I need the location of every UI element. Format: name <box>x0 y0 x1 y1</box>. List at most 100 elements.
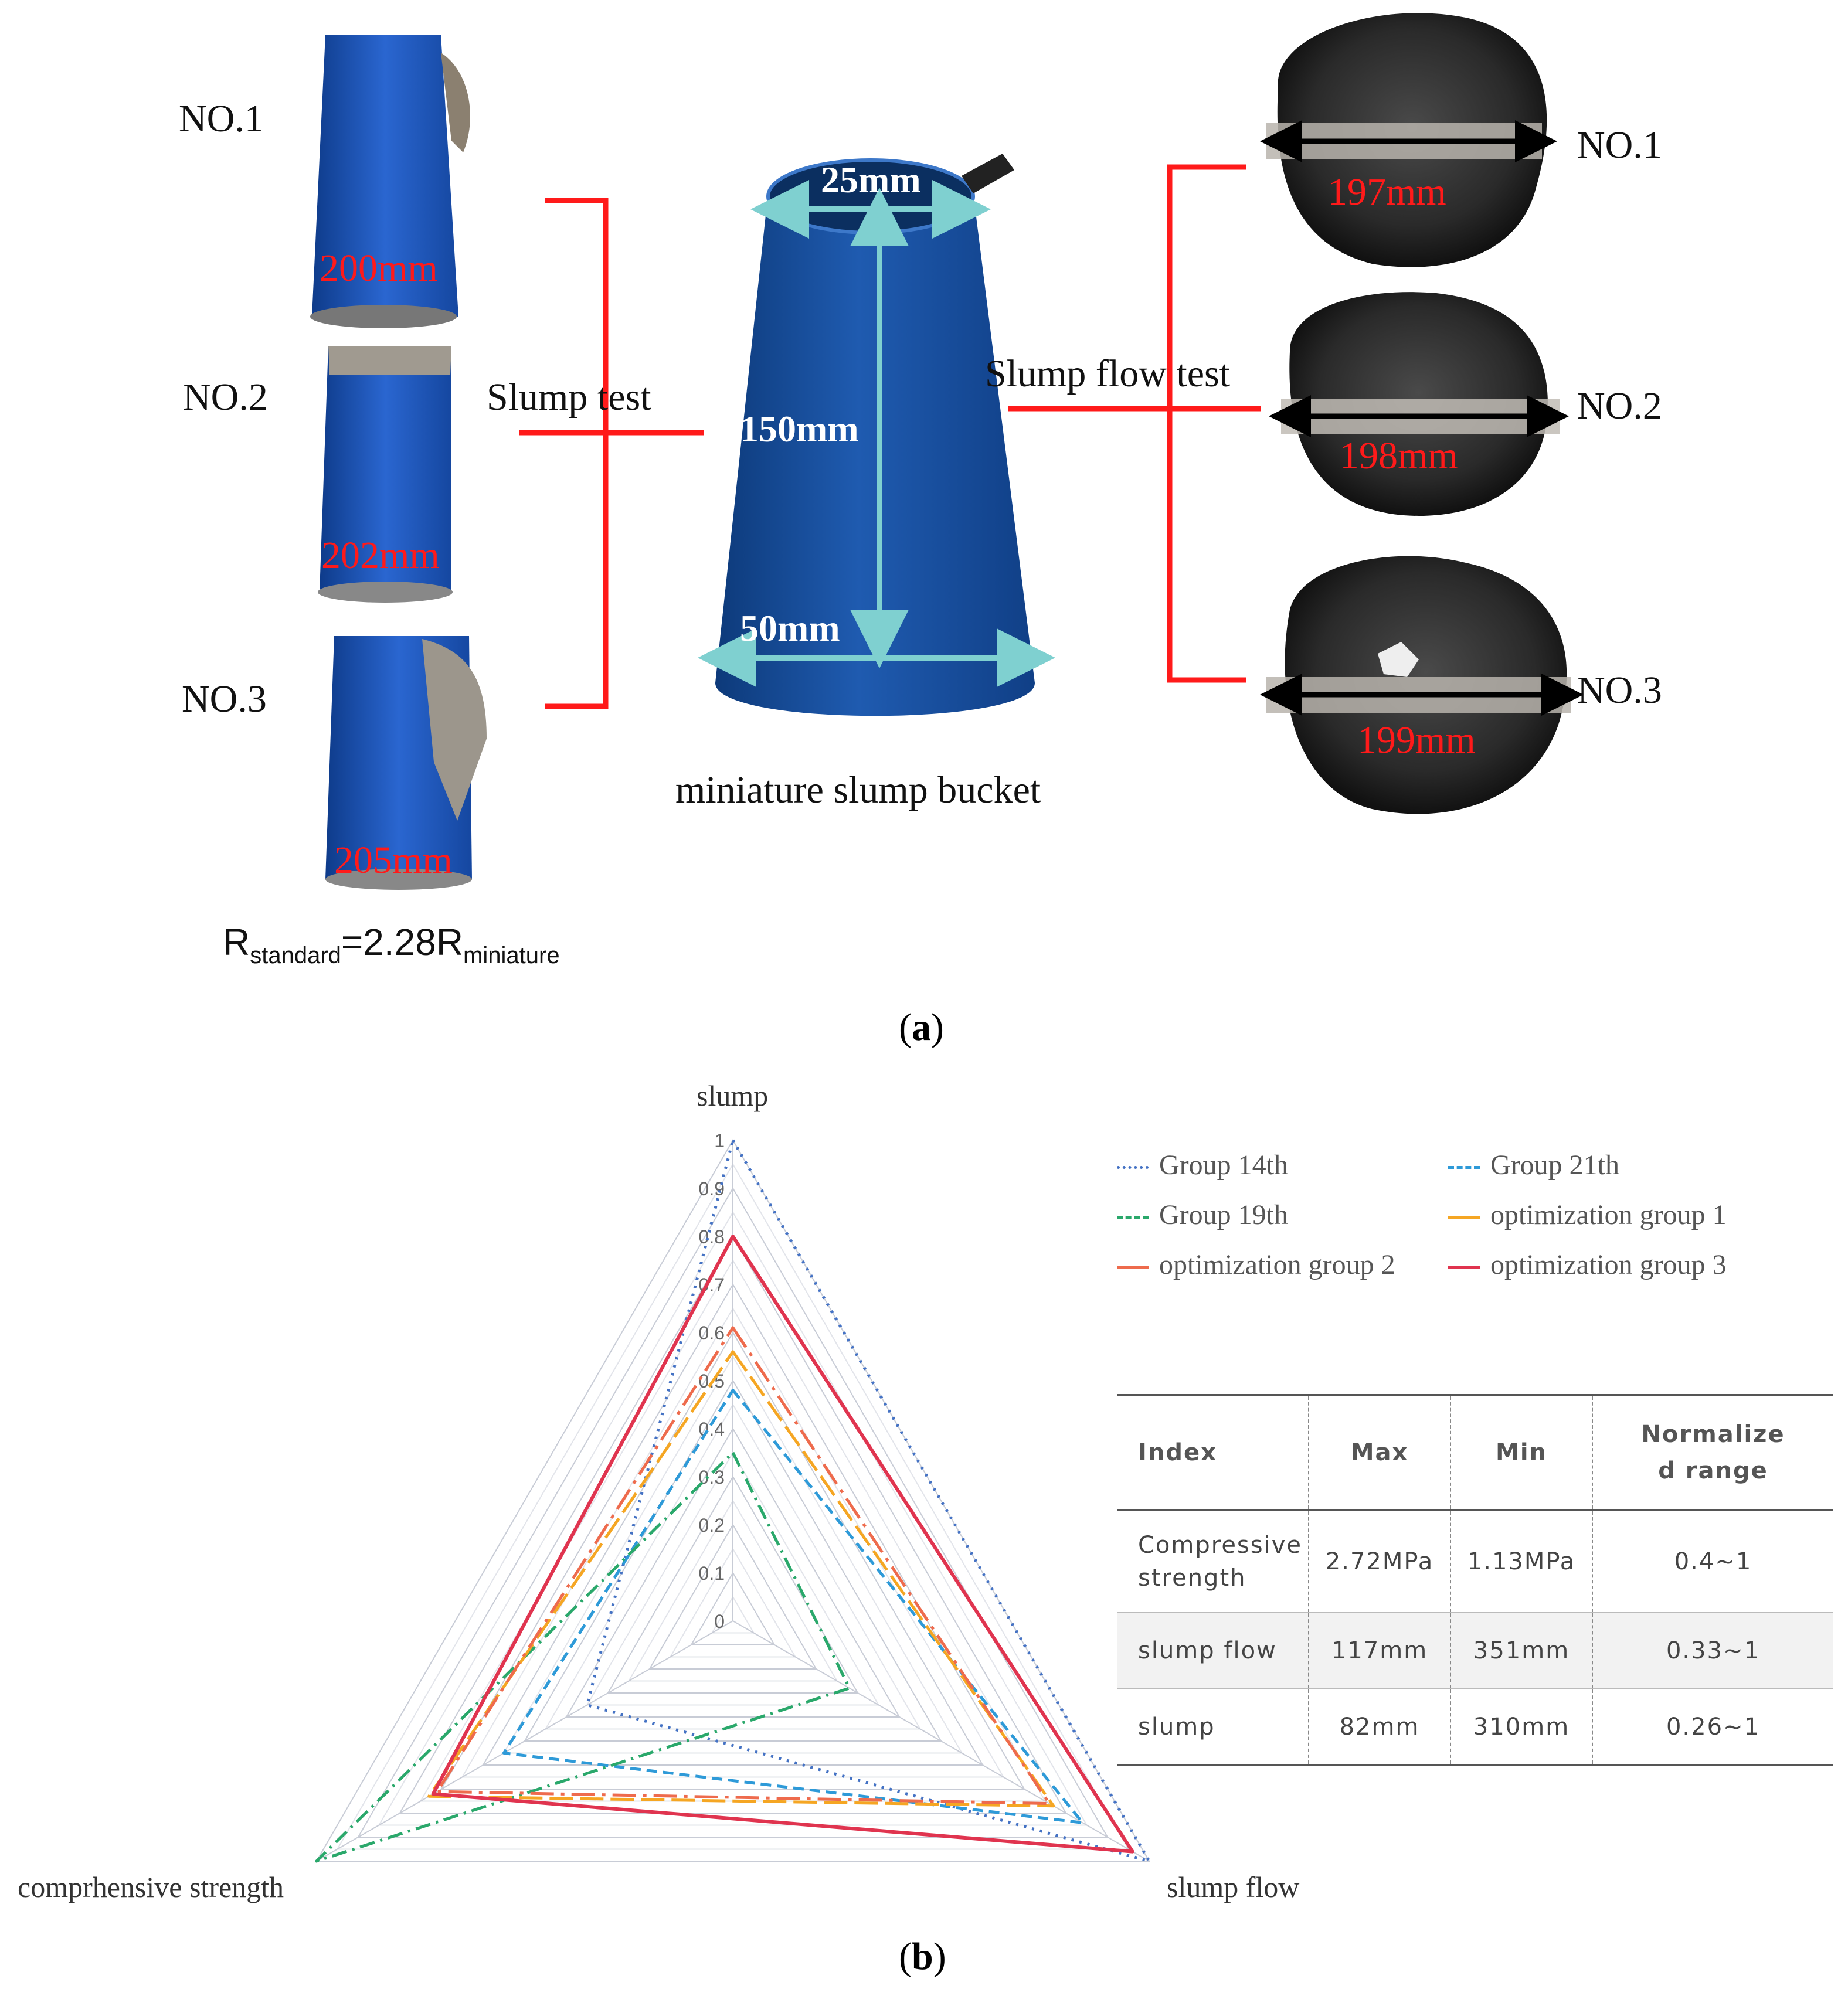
formula-sub-miniature: miniature <box>463 942 560 968</box>
legend-item-6: optimization group 3 <box>1448 1249 1727 1281</box>
legend-swatch-2 <box>1448 1166 1480 1169</box>
grid-ring <box>607 1475 859 1694</box>
caption-b-open: ( <box>899 1935 912 1978</box>
table-row: slump flow 117mm 351mm 0.33~1 <box>1117 1613 1833 1689</box>
table-header-range: Normalize d range <box>1592 1395 1833 1510</box>
right-label-3: NO.3 <box>1577 669 1662 712</box>
left-value-1: 200mm <box>320 247 438 290</box>
legend-item-4: optimization group 1 <box>1448 1199 1727 1231</box>
table-header-max: Max <box>1308 1395 1451 1510</box>
right-value-1: 197mm <box>1328 171 1446 213</box>
caption-a-close: ) <box>930 1006 944 1049</box>
tick-label: 1 <box>714 1130 725 1151</box>
legend-label-4: optimization group 1 <box>1490 1199 1727 1230</box>
legend-swatch-1 <box>1117 1166 1149 1169</box>
grid-ring <box>690 1571 776 1645</box>
legend-item-2: Group 21th <box>1448 1149 1619 1181</box>
series-line <box>436 1326 1051 1806</box>
table-cell: 2.72MPa <box>1308 1510 1451 1613</box>
flow-disc-3-photo <box>1260 556 1584 814</box>
grid-ring <box>336 1162 1130 1850</box>
formula-mid: =2.28R <box>341 921 464 963</box>
legend-label-3: Group 19th <box>1159 1199 1288 1230</box>
grid-ring <box>315 1139 1150 1862</box>
tick-label: 0.8 <box>699 1226 725 1247</box>
caption-b-letter: b <box>911 1935 933 1978</box>
radar-chart: 00.10.20.30.40.50.60.70.80.91 <box>315 1130 1151 1863</box>
grid-ring <box>502 1355 963 1754</box>
flow-disc-2-photo <box>1269 292 1569 516</box>
sample-2-photo <box>318 346 453 603</box>
legend-swatch-5 <box>1117 1266 1149 1269</box>
tick-label: 0.6 <box>699 1322 725 1344</box>
left-value-3: 205mm <box>334 839 453 882</box>
legend-swatch-3 <box>1117 1216 1149 1219</box>
table-cell: 351mm <box>1450 1613 1593 1689</box>
grid-ring <box>544 1403 922 1730</box>
right-label-1: NO.1 <box>1577 124 1662 166</box>
table-cell: 1.13MPa <box>1450 1510 1593 1613</box>
legend-swatch-6 <box>1448 1266 1480 1269</box>
grid-ring <box>565 1427 901 1718</box>
table-cell: 82mm <box>1308 1689 1451 1765</box>
table-row: slump 82mm 310mm 0.26~1 <box>1117 1689 1833 1765</box>
grid-ring <box>586 1451 880 1706</box>
table-cell: 0.26~1 <box>1592 1689 1833 1765</box>
legend-label-5: optimization group 2 <box>1159 1249 1395 1280</box>
left-label-1: NO.1 <box>179 97 264 140</box>
sample-1-photo <box>310 35 470 328</box>
formula-r: R <box>223 921 250 963</box>
legend-item-3: Group 19th <box>1117 1199 1288 1231</box>
table-header-index: Index <box>1138 1439 1217 1466</box>
grid-ring <box>399 1235 1067 1814</box>
grid-ring <box>627 1499 838 1682</box>
left-samples <box>310 35 487 890</box>
bucket-height-dim: 150mm <box>740 408 859 450</box>
axis-label-comprehensive-strength: comprhensive strength <box>18 1871 284 1903</box>
grid-ring <box>648 1524 817 1670</box>
right-label-2: NO.2 <box>1577 385 1662 427</box>
flow-disc-1-photo <box>1260 13 1557 267</box>
left-label-3: NO.3 <box>182 678 267 720</box>
tick-label: 0.3 <box>699 1467 725 1488</box>
tick-label: 0.1 <box>699 1563 725 1584</box>
left-label-2: NO.2 <box>183 376 268 419</box>
series-line <box>427 1350 1055 1808</box>
legend-item-5: optimization group 2 <box>1117 1249 1395 1281</box>
caption-a: (a) <box>899 1005 944 1050</box>
axis-label-slump: slump <box>697 1079 769 1112</box>
formula-sub-standard: standard <box>250 942 341 968</box>
slump-test-bracket <box>519 198 704 709</box>
series-line <box>585 1138 1151 1863</box>
index-table: Index Max Min Normalize d range Compress… <box>1117 1394 1833 1766</box>
caption-b: (b) <box>899 1934 946 1979</box>
legend-label-1: Group 14th <box>1159 1150 1288 1181</box>
caption-b-close: ) <box>933 1935 946 1978</box>
table-header-min: Min <box>1450 1395 1593 1510</box>
grid-ring <box>440 1283 1025 1790</box>
right-value-3: 199mm <box>1357 719 1476 761</box>
grid-ring <box>669 1547 797 1658</box>
grid-ring <box>378 1211 1088 1826</box>
slump-flow-test-label: Slump flow test <box>985 352 1231 395</box>
table-cell: 0.4~1 <box>1592 1510 1833 1613</box>
grid-ring <box>357 1186 1109 1838</box>
sample-3-photo <box>325 636 487 890</box>
axis-label-slump-flow: slump flow <box>1167 1871 1300 1903</box>
miniature-slump-bucket <box>698 154 1055 716</box>
bucket-bottom-dim: 50mm <box>740 607 840 649</box>
table-cell: 0.33~1 <box>1592 1613 1833 1689</box>
caption-a-open: ( <box>899 1006 912 1049</box>
legend-label-2: Group 21th <box>1490 1150 1619 1181</box>
series-line <box>431 1235 1134 1854</box>
grid-ring <box>482 1331 984 1766</box>
table-cell: Compressive strength <box>1138 1532 1303 1592</box>
axis-spoke <box>316 1620 733 1862</box>
left-value-2: 202mm <box>321 534 440 577</box>
right-samples <box>1260 13 1584 814</box>
tick-label: 0 <box>714 1611 725 1632</box>
legend-item-1: Group 14th <box>1117 1149 1288 1181</box>
table-cell: 310mm <box>1450 1689 1593 1765</box>
caption-a-letter: a <box>911 1006 931 1049</box>
